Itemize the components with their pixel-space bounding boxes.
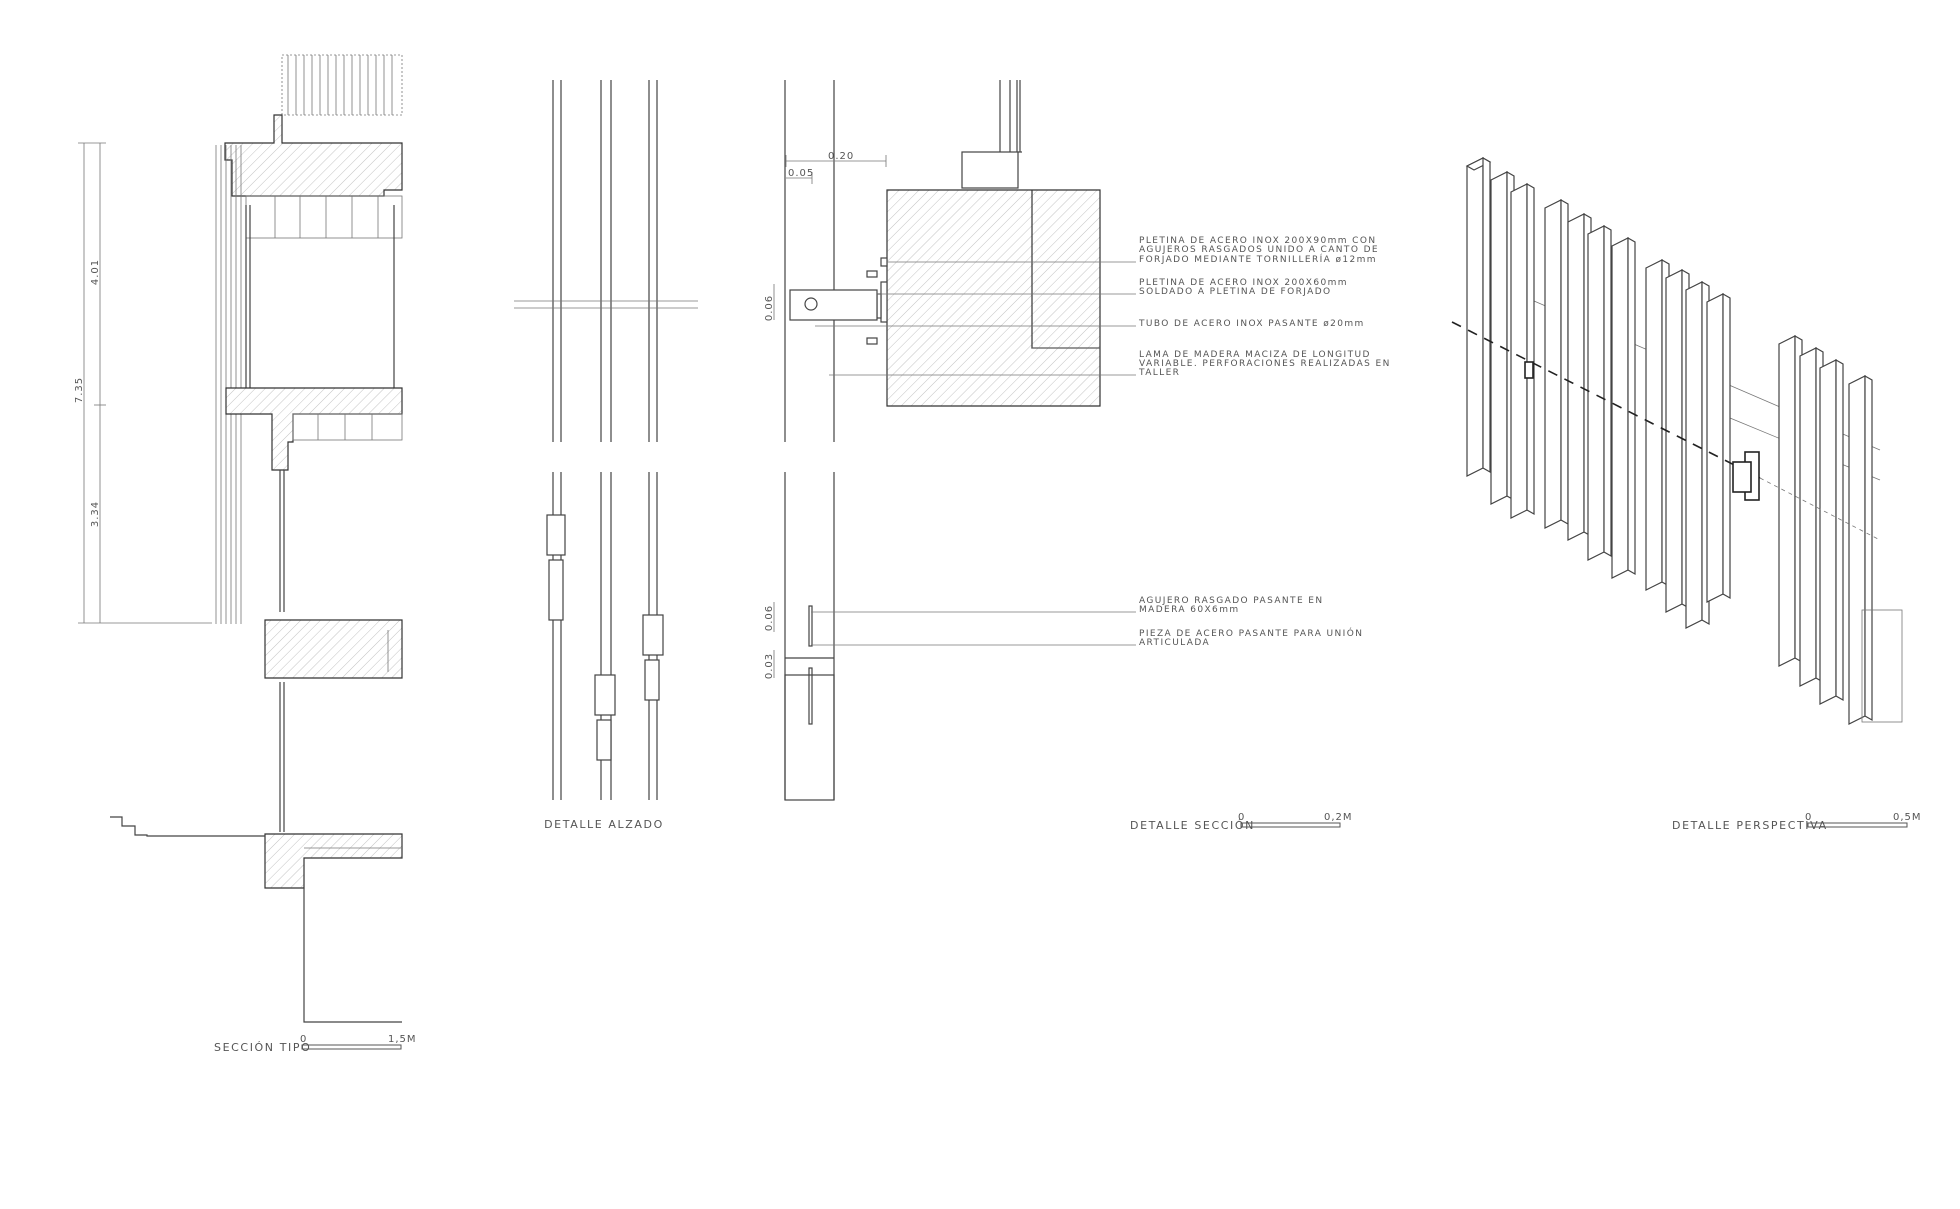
svg-text:PLETINA DE ACERO INOX 200X90mm: PLETINA DE ACERO INOX 200X90mm CON	[1139, 236, 1377, 246]
note-tubo: TUBO DE ACERO INOX PASANTE ø20mm	[1138, 319, 1365, 329]
upper-window	[245, 205, 395, 392]
svg-text:AGUJERO RASGADO PASANTE EN: AGUJERO RASGADO PASANTE EN	[1139, 596, 1324, 606]
seccion-title: DETALLE SECCIÓN	[1130, 819, 1255, 832]
svg-text:AGUJEROS RASGADOS UNIDO A CANT: AGUJEROS RASGADOS UNIDO A CANTO DE	[1139, 245, 1379, 255]
facade-lamas	[215, 145, 242, 624]
svg-text:TALLER: TALLER	[1138, 368, 1180, 378]
svg-text:SOLDADO A PLETINA DE FORJADO: SOLDADO A PLETINA DE FORJADO	[1139, 287, 1332, 297]
detalle-perspectiva-drawing: DETALLE PERSPECTIVA 0 0,5M	[1451, 156, 1922, 832]
perspectiva-title: DETALLE PERSPECTIVA	[1672, 819, 1828, 832]
ground-slab	[264, 833, 403, 889]
note-pletina-soldada: PLETINA DE ACERO INOX 200X60mm SOLDADO A…	[1139, 278, 1348, 297]
middle-slab	[225, 387, 403, 471]
svg-text:0,5M: 0,5M	[1893, 812, 1922, 823]
roof-slab	[224, 114, 403, 197]
dim-005: 0.05	[788, 168, 814, 179]
scale-bar-section: 0 1,5M	[300, 1034, 417, 1050]
svg-text:LAMA DE MADERA MACIZA DE LONGI: LAMA DE MADERA MACIZA DE LONGITUD	[1139, 350, 1371, 360]
svg-text:PLETINA DE ACERO INOX 200X60mm: PLETINA DE ACERO INOX 200X60mm	[1139, 278, 1348, 288]
svg-text:0: 0	[1238, 812, 1245, 823]
note-pletina-forjado: PLETINA DE ACERO INOX 200X90mm CON AGUJE…	[1139, 236, 1379, 265]
svg-text:TUBO DE ACERO INOX PASANTE ø20: TUBO DE ACERO INOX PASANTE ø20mm	[1138, 319, 1365, 329]
roof-railing	[281, 54, 403, 116]
note-lama-madera: LAMA DE MADERA MACIZA DE LONGITUD VARIAB…	[1138, 350, 1391, 378]
note-pieza-acero: PIEZA DE ACERO PASANTE PARA UNIÓN ARTICU…	[1139, 627, 1363, 648]
svg-text:0: 0	[300, 1034, 307, 1045]
dim-006a: 0.06	[764, 295, 775, 321]
dim-total: 7.35	[74, 377, 85, 403]
scale-bar-perspectiva: 0 0,5M	[1805, 812, 1922, 828]
note-agujero: AGUJERO RASGADO PASANTE EN MADERA 60X6mm	[1139, 596, 1324, 615]
detalle-seccion-drawing: 0.20 0.05 0.06 0.06 0.03 PLETINA DE ACER…	[764, 80, 1391, 832]
svg-text:0,2M: 0,2M	[1324, 812, 1353, 823]
stairs	[110, 816, 265, 837]
section-tipo-title: SECCIÓN TIPO	[214, 1041, 311, 1054]
perspective-slats	[1465, 156, 1873, 725]
seccion-tipo-drawing: 7.35 4.01 3.34 SECCIÓN TIPO 0 1,5M	[74, 54, 417, 1054]
dim-020: 0.20	[828, 151, 854, 162]
alzado-title: DETALLE ALZADO	[544, 818, 664, 831]
detalle-alzado-drawing: DETALLE ALZADO	[514, 80, 698, 831]
svg-text:1,5M: 1,5M	[388, 1034, 417, 1045]
dimension-chain	[78, 142, 212, 624]
scale-bar-seccion: 0 0,2M	[1238, 812, 1353, 828]
svg-text:FORJADO MEDIANTE TORNILLERÍA ø: FORJADO MEDIANTE TORNILLERÍA ø12mm	[1139, 253, 1377, 265]
svg-text:VARIABLE. PERFORACIONES REALIZ: VARIABLE. PERFORACIONES REALIZADAS EN	[1139, 359, 1391, 369]
lower-window	[279, 470, 285, 612]
dim-upper: 4.01	[90, 259, 101, 285]
svg-text:MADERA 60X6mm: MADERA 60X6mm	[1139, 605, 1240, 615]
svg-text:ARTICULADA: ARTICULADA	[1139, 638, 1210, 648]
dim-lower: 3.34	[90, 501, 101, 527]
slab-detail	[886, 189, 1101, 407]
dim-003: 0.03	[764, 653, 775, 679]
lower-slab	[264, 619, 403, 679]
dim-006b: 0.06	[764, 605, 775, 631]
svg-text:PIEZA DE ACERO PASANTE PARA UN: PIEZA DE ACERO PASANTE PARA UNIÓN	[1139, 627, 1363, 639]
svg-text:0: 0	[1805, 812, 1812, 823]
